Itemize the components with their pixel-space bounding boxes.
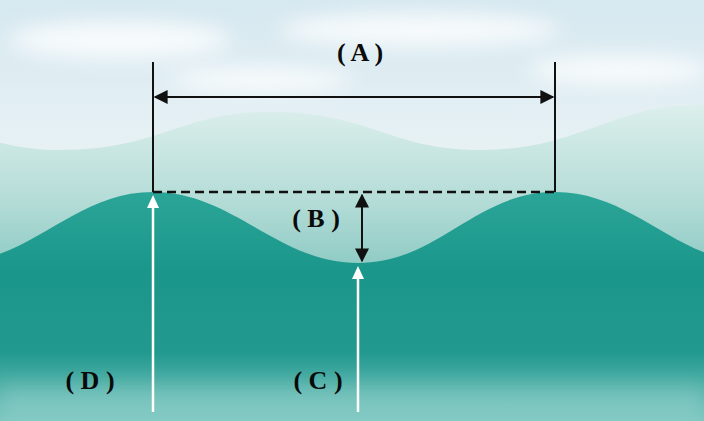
crest-line bbox=[153, 191, 555, 194]
bracket-line bbox=[554, 62, 556, 192]
trough-pointer bbox=[357, 276, 360, 412]
wavelength-arrow bbox=[155, 96, 553, 98]
crest-pointer bbox=[152, 205, 155, 412]
wave-label: ( B ) bbox=[292, 206, 340, 232]
trough-pointer-head bbox=[352, 266, 364, 279]
wave-label: ( C ) bbox=[293, 368, 342, 394]
height-arrow bbox=[361, 195, 363, 261]
wave-label: ( D ) bbox=[65, 368, 114, 394]
wave-label: ( A ) bbox=[337, 40, 383, 66]
clouds bbox=[10, 14, 704, 92]
front-wave bbox=[0, 192, 704, 421]
bracket-line bbox=[152, 62, 154, 192]
crest-pointer-head bbox=[147, 195, 159, 208]
